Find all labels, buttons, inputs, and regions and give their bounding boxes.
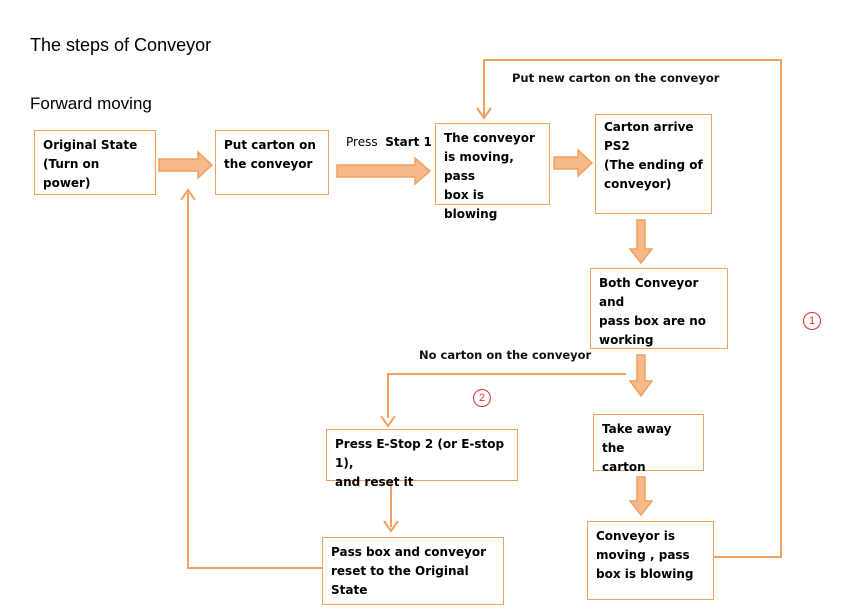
arrowhead-reset [383, 520, 399, 533]
marker-loop-one: 1 [803, 312, 821, 330]
node-conveyor-moving: The conveyor is moving, pass box is blow… [435, 123, 550, 221]
arrowhead-estop [380, 415, 396, 428]
marker-loop-two: 2 [473, 389, 491, 407]
block-arrow-arrive-to-stop [628, 219, 654, 265]
block-arrow-put-to-conveyor [336, 156, 432, 186]
block-arrow-stop-to-take [628, 354, 654, 398]
node-carton-arrive: Carton arrive PS2 (The ending of conveyo… [595, 114, 712, 214]
start-button-name: Start 1 [385, 135, 432, 149]
node-reset-state: Pass box and conveyor reset to the Origi… [322, 537, 504, 605]
block-arrow-take-to-move [628, 476, 654, 517]
block-arrow-conveyor-to-arrive [553, 148, 594, 178]
block-arrow-original-to-put [158, 150, 214, 180]
section-subtitle: Forward moving [30, 94, 152, 113]
node-both-stop: Both Conveyor and pass box are no workin… [590, 268, 728, 349]
no-carton-label: No carton on the conveyor [419, 348, 592, 362]
loop-one-connector [483, 59, 782, 558]
press-start-label: Press Start 1 [346, 135, 432, 149]
arrowhead-top-box [476, 107, 492, 120]
node-take-away: Take away the carton [593, 414, 704, 474]
node-original-state: Original State (Turn on power) [34, 130, 156, 195]
reset-return-connector [187, 193, 322, 569]
no-carton-connector [387, 373, 626, 418]
page-title: The steps of Conveyor [30, 35, 212, 55]
node-conveyor-moving-2: Conveyor is moving , pass box is blowing [587, 521, 714, 600]
arrowhead-original [180, 188, 196, 201]
node-put-carton: Put carton on the conveyor [215, 130, 329, 195]
node-press-estop: Press E-Stop 2 (or E-stop 1), and reset … [326, 429, 518, 489]
put-new-carton-label: Put new carton on the conveyor [512, 71, 720, 85]
press-word: Press [346, 135, 378, 149]
